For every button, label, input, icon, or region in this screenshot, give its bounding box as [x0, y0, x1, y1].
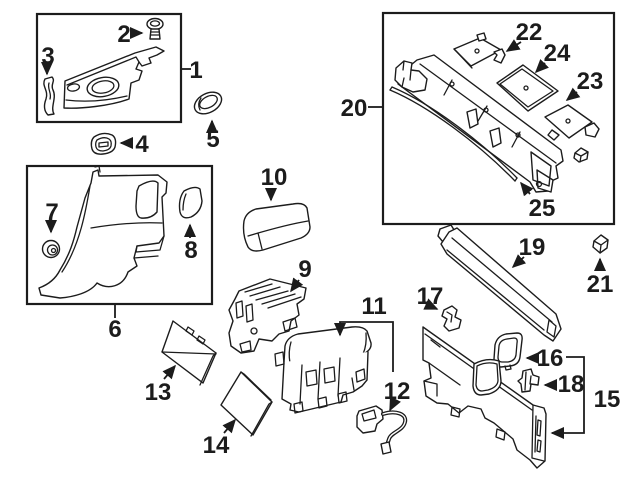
part-15-rear-trim-panel-art: [422, 326, 547, 469]
callout-11-label[interactable]: 11: [361, 293, 386, 320]
callout-2: 2: [117, 21, 144, 48]
assembly-group-20: [381, 11, 616, 226]
part-1-upper-quarter-trim-panel-art: [63, 46, 165, 109]
callout-12-label[interactable]: 12: [384, 378, 411, 405]
callout-3-label[interactable]: 3: [41, 43, 54, 70]
part-6-lower-quarter-trim-panel-art: [38, 165, 168, 299]
callout-23-label[interactable]: 23: [577, 68, 604, 95]
part-16-frame-art: [493, 332, 523, 371]
callout-11-bracket-arrow: [333, 321, 394, 372]
part-9-latch-mechanism-art: [228, 278, 307, 354]
part-7-grommet-art: [41, 239, 61, 259]
callout-10-label[interactable]: 10: [261, 164, 288, 191]
callout-17: 17: [417, 283, 444, 310]
part-14-mat-art: [220, 371, 273, 437]
callout-24-label[interactable]: 24: [544, 40, 571, 67]
callout-18: 18: [543, 371, 585, 398]
callout-17-label[interactable]: 17: [417, 283, 444, 310]
callout-14: 14: [203, 418, 236, 459]
callout-16: 16: [525, 345, 564, 372]
part-21-cap-art: [592, 234, 609, 254]
part-4-trim-bezel-art: [90, 132, 117, 155]
callout-25-label[interactable]: 25: [529, 195, 556, 222]
part-17-clip-art: [441, 305, 462, 332]
callout-1: 1: [182, 57, 203, 84]
callout-11: 11: [333, 293, 394, 372]
part-8-access-cover-art: [178, 186, 203, 219]
group-20-border: [381, 11, 616, 226]
part-22-cover-art: [453, 32, 506, 69]
callout-25: 25: [520, 181, 556, 222]
callout-21-label[interactable]: 21: [587, 271, 614, 298]
callout-15-bracket-arrow: [550, 356, 585, 440]
callout-9: 9: [290, 256, 312, 293]
assembly-group-1: [35, 12, 183, 124]
callout-3: 3: [40, 43, 55, 76]
callout-24: 24: [534, 40, 571, 74]
callout-25-arrow: [520, 181, 534, 197]
part-24-cover-art: [496, 64, 559, 112]
part-12-cable-bracket-art: [356, 405, 408, 455]
callout-17-arrow: [423, 298, 439, 310]
assembly-group-6: [25, 164, 214, 306]
callout-13-arrow: [162, 364, 176, 380]
small-clip-art: [573, 147, 589, 163]
callout-7: 7: [44, 199, 59, 234]
callout-10: 10: [261, 164, 288, 202]
part-20-package-tray-art: [394, 54, 564, 193]
callout-21: 21: [587, 257, 614, 298]
group-1-border: [35, 12, 183, 124]
callout-14-arrow: [222, 418, 236, 434]
part-10-armrest-lid-art: [242, 202, 311, 252]
callout-9-arrow: [290, 277, 304, 293]
part-19-shelf-trim-art: [437, 224, 562, 342]
callout-16-label[interactable]: 16: [537, 345, 564, 372]
part-3-pillar-garnish-art: [43, 76, 55, 116]
callout-12-arrow: [389, 396, 401, 412]
part-25-weatherstrip-art: [389, 86, 518, 182]
callout-19: 19: [511, 234, 546, 269]
callout-22: 22: [505, 19, 543, 52]
callout-8: 8: [183, 223, 198, 264]
part-18-clip-art: [517, 368, 540, 393]
callout-13: 13: [145, 364, 176, 406]
callout-4-label[interactable]: 4: [135, 131, 149, 158]
callout-15-label[interactable]: 15: [594, 386, 621, 413]
callout-23: 23: [565, 68, 604, 101]
callout-6-label[interactable]: 6: [108, 316, 121, 343]
callout-24-arrow: [534, 59, 549, 74]
callout-5-label[interactable]: 5: [206, 126, 219, 153]
callout-2-label[interactable]: 2: [117, 21, 130, 48]
callout-23-arrow: [565, 87, 581, 101]
callout-20-label[interactable]: 20: [341, 95, 368, 122]
callout-19-arrow: [511, 254, 527, 269]
callout-19-label[interactable]: 19: [519, 234, 546, 261]
part-2-fastener-screw-art: [146, 17, 164, 40]
callout-14-label[interactable]: 14: [203, 432, 230, 459]
callout-22-arrow: [505, 39, 522, 52]
part-13-mat-art: [161, 320, 217, 386]
callout-20: 20: [341, 95, 382, 122]
callout-6: 6: [108, 305, 122, 343]
callout-15: 15: [550, 356, 621, 440]
group-6-border: [25, 164, 214, 306]
part-5-escutcheon-art: [193, 91, 223, 115]
callout-7-label[interactable]: 7: [45, 199, 58, 226]
callout-18-label[interactable]: 18: [558, 371, 585, 398]
callout-9-label[interactable]: 9: [298, 256, 311, 283]
callout-22-label[interactable]: 22: [516, 19, 543, 46]
callout-8-label[interactable]: 8: [184, 237, 197, 264]
callout-13-label[interactable]: 13: [145, 379, 172, 406]
callout-1-label[interactable]: 1: [189, 57, 202, 84]
part-11-console-box-art: [274, 326, 372, 414]
callout-4: 4: [119, 131, 149, 158]
callout-5: 5: [205, 119, 220, 153]
callout-12: 12: [384, 378, 411, 412]
part-23-cover-art: [544, 104, 600, 141]
